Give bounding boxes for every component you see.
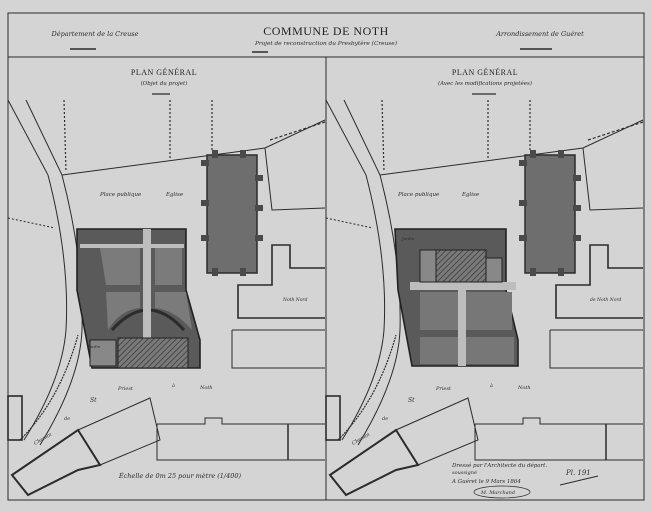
commune-title: COMMUNE DE NOTH <box>263 24 389 38</box>
project-title: Projet de reconstruction du Presbytère (… <box>254 40 397 47</box>
department-label: Département de la Creuse <box>51 30 139 38</box>
left-plan-title: PLAN GÉNÉRAL <box>131 67 197 77</box>
signature-line-3: A Guéret le 9 Mars 1864 <box>451 478 521 485</box>
projected-presbytery-garden: Jardin <box>394 228 519 367</box>
place-publique-label: Place publique <box>397 192 440 198</box>
scale-label: Échelle de 0m 25 pour mètre (1/400) <box>118 471 242 480</box>
road-label-chemin: Chemin <box>33 432 53 447</box>
road-label-de: de <box>382 416 388 422</box>
road-label-noth: Noth <box>199 385 213 391</box>
road-label-de: de <box>64 416 70 422</box>
signature-block: Dressé par l'Architecte du départ. souss… <box>451 462 599 499</box>
right-plan-subtitle: (Avec les modifications projetées) <box>438 80 532 87</box>
road-label-a: à <box>490 382 493 389</box>
nord-label: de Noth Nord <box>590 297 622 303</box>
left-plan: PLAN GÉNÉRAL (Objet du projet) Jardin Pl… <box>7 67 326 496</box>
right-plan-title: PLAN GÉNÉRAL <box>452 67 518 77</box>
left-plan-subtitle: (Objet du projet) <box>141 80 188 87</box>
road-label-noth: Noth <box>517 385 531 391</box>
nord-label: Noth Nord <box>282 297 308 303</box>
place-publique-label: Place publique <box>99 192 142 198</box>
signature-line-1: Dressé par l'Architecte du départ. <box>451 462 547 469</box>
right-plan: PLAN GÉNÉRAL (Avec les modifications pro… <box>325 67 644 496</box>
existing-presbytery-garden: Jardin <box>76 228 201 369</box>
road-label-st: St <box>408 397 415 404</box>
road-label-st: St <box>90 397 97 404</box>
road-label-priest: Priest <box>117 386 134 392</box>
plate-number: Pl. 191 <box>565 469 591 477</box>
road-label-a: à <box>172 382 175 389</box>
church-label: Eglise <box>461 192 480 198</box>
road-label-priest: Priest <box>435 386 452 392</box>
signature-line-2: soussigné <box>452 469 477 476</box>
road-label-chemin: Chemin <box>351 432 371 447</box>
jardin-label: Jardin <box>87 344 101 349</box>
jardin-label: Jardin <box>401 236 415 241</box>
arrondissement-label: Arrondissement de Guéret <box>495 30 584 38</box>
church-label: Eglise <box>165 192 184 198</box>
architect-signature: M. Marchand <box>480 490 515 496</box>
